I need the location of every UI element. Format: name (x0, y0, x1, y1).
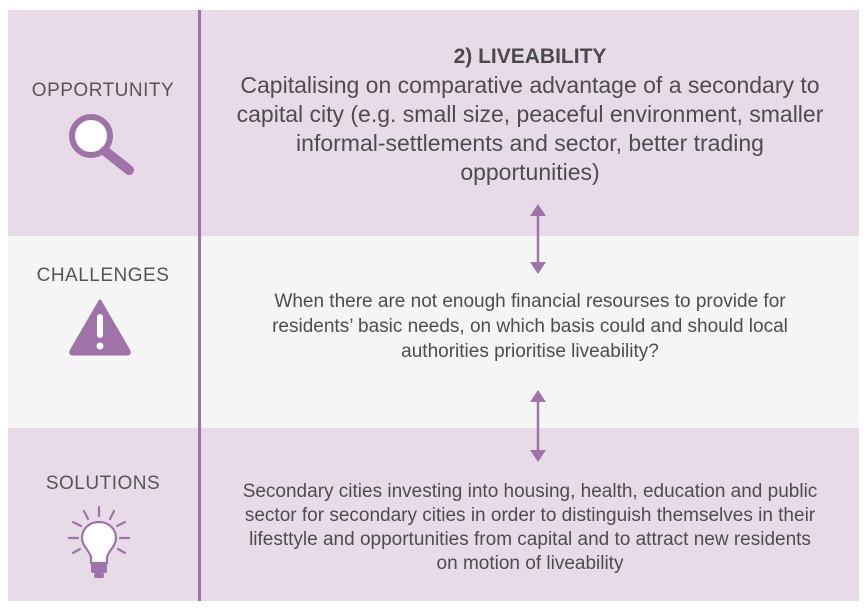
challenges-label: CHALLENGES (36, 265, 170, 286)
double-arrow-icon (530, 390, 546, 462)
warning-icon (69, 299, 131, 356)
solutions-label: SOLUTIONS (45, 473, 161, 494)
solutions-band (8, 428, 859, 601)
opportunity-content: 2) LIVEABILITY Capitalising on comparati… (201, 45, 859, 187)
opportunity-band (8, 10, 859, 236)
solutions-text: Secondary cities investing into housing,… (242, 481, 818, 574)
opportunity-label: OPPORTUNITY (31, 80, 175, 101)
vertical-divider (198, 10, 201, 601)
liveability-title: 2) LIVEABILITY (453, 45, 607, 68)
lightbulb-icon (68, 505, 130, 578)
double-arrow-icon (530, 204, 546, 274)
challenges-text: When there are not enough financial reso… (272, 291, 788, 362)
challenges-band (8, 236, 859, 428)
magnifier-icon (69, 114, 134, 175)
opportunity-text: Capitalising on comparative advantage of… (236, 72, 824, 185)
